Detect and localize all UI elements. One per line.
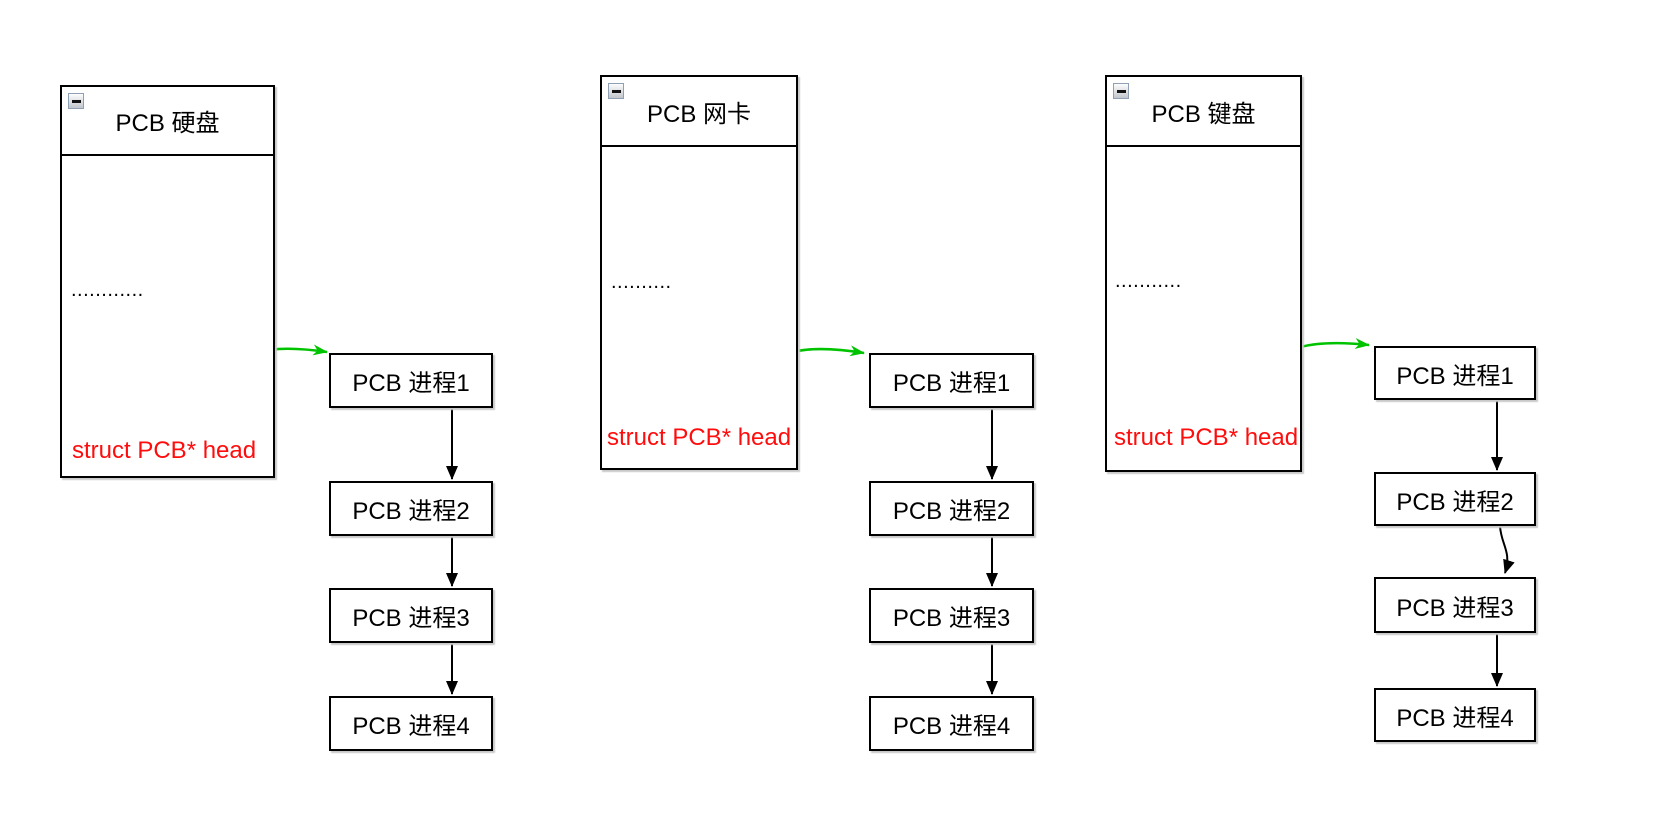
minus-icon — [1116, 89, 1126, 93]
disk-node-2[interactable]: PCB 进程2 — [329, 481, 493, 536]
container-titlebar: PCB 硬盘 — [62, 87, 273, 156]
node-label: PCB 进程4 — [892, 713, 1011, 740]
nic-node-2[interactable]: PCB 进程2 — [869, 481, 1034, 536]
nic-node-4[interactable]: PCB 进程4 — [869, 696, 1034, 751]
container-pcb-nic[interactable]: PCB 网卡 — [600, 75, 798, 470]
nic-node-1[interactable]: PCB 进程1 — [869, 353, 1034, 408]
ellipsis-text: .......... — [611, 271, 672, 293]
nic-node-3[interactable]: PCB 进程3 — [869, 588, 1034, 643]
head-pointer-label: struct PCB* head — [1114, 424, 1299, 451]
collapse-button[interactable] — [608, 83, 624, 99]
node-label: PCB 进程3 — [352, 605, 470, 632]
collapse-button[interactable] — [1113, 83, 1129, 99]
disk-node-1[interactable]: PCB 进程1 — [329, 353, 493, 408]
head-pointer-label: struct PCB* head — [607, 424, 792, 451]
node-label: PCB 进程2 — [1396, 488, 1514, 516]
node-label: PCB 进程1 — [352, 370, 470, 397]
keyboard-node-2[interactable]: PCB 进程2 — [1374, 472, 1536, 526]
keyboard-node-4[interactable]: PCB 进程4 — [1374, 688, 1536, 742]
container-title: PCB 硬盘 — [115, 110, 220, 137]
node-label: PCB 进程2 — [892, 498, 1011, 525]
ellipsis-text: ........... — [1115, 270, 1182, 292]
container-title: PCB 键盘 — [1151, 100, 1256, 128]
node-label: PCB 进程3 — [1396, 594, 1514, 622]
disk-node-3[interactable]: PCB 进程3 — [329, 588, 493, 643]
keyboard-node-1[interactable]: PCB 进程1 — [1374, 346, 1536, 400]
node-label: PCB 进程3 — [892, 605, 1011, 632]
head-pointer-label: struct PCB* head — [72, 437, 257, 464]
container-pcb-keyboard[interactable]: PCB 键盘 — [1105, 75, 1302, 472]
collapse-button[interactable] — [68, 93, 84, 109]
ellipsis-text: ............ — [71, 279, 144, 301]
container-title: PCB 网卡 — [646, 100, 751, 128]
node-label: PCB 进程4 — [1396, 704, 1514, 732]
next-arrow-keyboard-2-3 — [1499, 525, 1515, 574]
node-label: PCB 进程4 — [352, 713, 470, 740]
container-pcb-disk[interactable]: PCB 硬盘 — [60, 85, 275, 478]
keyboard-node-3[interactable]: PCB 进程3 — [1374, 577, 1536, 633]
minus-icon — [611, 89, 621, 93]
node-label: PCB 进程1 — [1396, 362, 1514, 390]
disk-node-4[interactable]: PCB 进程4 — [329, 696, 493, 751]
minus-icon — [71, 99, 81, 103]
node-label: PCB 进程1 — [892, 370, 1011, 397]
node-label: PCB 进程2 — [352, 498, 470, 525]
container-titlebar: PCB 键盘 — [1107, 77, 1300, 147]
container-titlebar: PCB 网卡 — [602, 77, 796, 147]
